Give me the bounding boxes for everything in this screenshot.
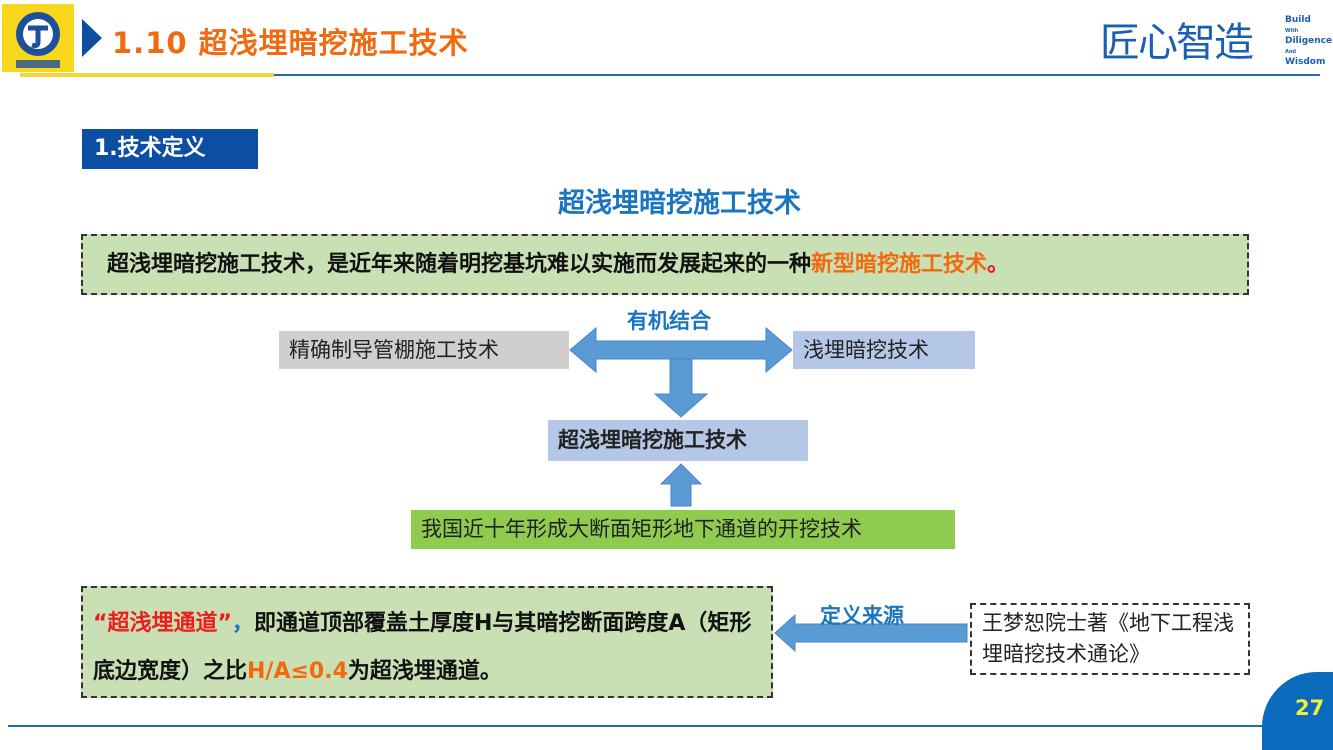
company-logo (2, 4, 74, 72)
source-label: 定义来源 (820, 604, 904, 628)
ultra-shallow-technique-box: 超浅埋暗挖施工技术 (548, 420, 808, 461)
definition-text: 超浅埋暗挖施工技术，是近年来随着明挖基坑难以实施而发展起来的一种 (107, 252, 812, 277)
arrow-down (653, 358, 709, 418)
header-divider-blue (274, 74, 1320, 76)
pipe-roof-technique-box: 精确制导管棚施工技术 (279, 331, 569, 369)
title-triangle-icon (82, 19, 102, 57)
term: “超浅埋通道” (93, 611, 232, 636)
header-divider-yellow (20, 73, 274, 77)
page-title: 1.10 超浅埋暗挖施工技术 (112, 26, 469, 60)
brand-word: With (1285, 28, 1299, 34)
combine-label: 有机结合 (627, 309, 711, 333)
subtitle: 超浅埋暗挖施工技术 (558, 188, 801, 219)
brand-word: Diligence (1285, 36, 1333, 46)
brand-word: And (1285, 49, 1297, 55)
page-number: 27 (1295, 696, 1325, 720)
definition-text: 即通道顶部覆盖土厚度H与其暗挖断面跨度A（矩形底边宽度）之比 (93, 611, 752, 684)
definition-highlight: 新型暗挖施工技术 (811, 252, 988, 277)
double-arrow-horizontal (569, 326, 793, 374)
footer-divider (8, 725, 1276, 727)
arrow-left-source (774, 613, 968, 653)
arrow-up (659, 463, 703, 507)
brand-slogan-cn: 匠心智造 (1100, 20, 1254, 66)
ratio: H/A≤0.4 (247, 659, 348, 684)
comma: ， (231, 611, 254, 636)
source-box: 王梦恕院士著《地下工程浅埋暗挖技术通论》 (970, 603, 1250, 675)
definition-end: 为超浅埋通道。 (347, 659, 502, 684)
shallow-excavation-box: 浅埋暗挖技术 (793, 331, 975, 369)
brand-slogan-en: Build With Diligence And Wisdom (1285, 14, 1332, 69)
definition-box: 超浅埋暗挖施工技术，是近年来随着明挖基坑难以实施而发展起来的一种新型暗挖施工技术… (81, 234, 1249, 295)
brand-word: Build (1285, 15, 1311, 25)
brand-word: Wisdom (1285, 57, 1326, 67)
definition-end: 。 (987, 252, 1010, 277)
ultra-shallow-definition-box: “超浅埋通道”，即通道顶部覆盖土厚度H与其暗挖断面跨度A（矩形底边宽度）之比H/… (81, 586, 773, 698)
rectangular-tunnel-box: 我国近十年形成大断面矩形地下通道的开挖技术 (411, 510, 955, 549)
section-label: 1.技术定义 (82, 129, 258, 169)
